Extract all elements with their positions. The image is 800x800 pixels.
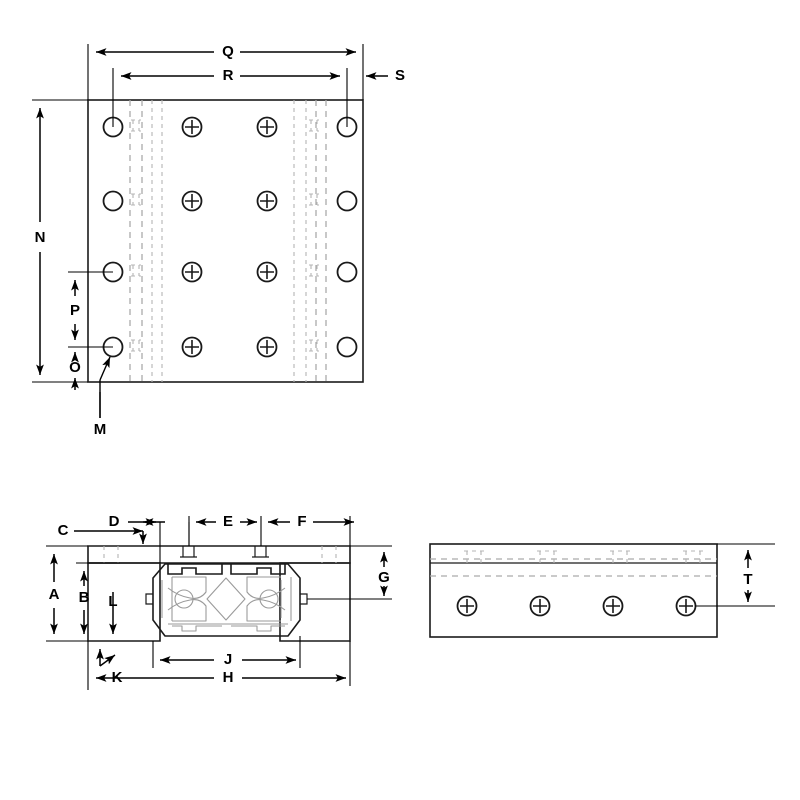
dimension-label-F: F [297, 513, 306, 530]
tapped-hole[interactable] [456, 595, 478, 617]
dimension-label-R: R [223, 67, 234, 84]
side-view-hole-group [456, 595, 697, 617]
tapped-hole[interactable] [181, 261, 203, 283]
tapped-hole[interactable] [256, 261, 278, 283]
dimension-M: M [94, 356, 111, 438]
section-left-bracket [87, 562, 161, 642]
plain-hole[interactable] [336, 190, 358, 212]
dimension-label-A: A [49, 586, 60, 603]
dimension-label-T: T [743, 571, 752, 588]
dimension-J: J [152, 636, 301, 668]
side-view-group: T [429, 543, 775, 638]
dimension-label-B: B [79, 589, 90, 606]
plain-hole[interactable] [336, 261, 358, 283]
dimension-R: R [112, 67, 348, 127]
dimension-label-S: S [395, 67, 405, 84]
section-view-group: C D E F [46, 513, 392, 690]
tapped-hole[interactable] [602, 595, 624, 617]
dimension-N: N [32, 99, 88, 383]
dimension-label-N: N [35, 229, 46, 246]
top-view-plate-fill [88, 100, 363, 382]
dimension-label-J: J [224, 651, 232, 668]
tapped-hole[interactable] [181, 190, 203, 212]
hidden-profile-lines-left [129, 100, 163, 382]
tapped-hole[interactable] [181, 116, 203, 138]
side-view-plate-outline [429, 543, 718, 638]
tapped-hole[interactable] [256, 190, 278, 212]
dimension-label-Q: Q [222, 43, 234, 60]
dimension-label-G: G [378, 569, 390, 586]
dimension-label-L: L [108, 593, 117, 610]
dimension-Q: Q [87, 43, 364, 100]
dimension-C: C [58, 522, 147, 544]
dimension-G: G [307, 545, 392, 600]
dimension-label-P: P [70, 302, 80, 319]
section-plate-hidden-marks [103, 546, 337, 563]
dimension-E: E [188, 513, 262, 546]
tapped-hole[interactable] [256, 116, 278, 138]
dimension-L: L [108, 592, 118, 634]
tapped-hole[interactable] [181, 336, 203, 358]
dimension-label-E: E [223, 513, 233, 530]
side-view-fastener-marks [464, 550, 703, 563]
dimension-F: F [268, 513, 354, 546]
dimension-B: B [76, 562, 120, 634]
side-view-plate-fill [430, 544, 717, 637]
top-view-group: Q R S N P [32, 43, 405, 438]
dimension-T: T [695, 543, 775, 607]
hidden-profile-lines-right [293, 100, 327, 382]
dimension-P: P [68, 271, 113, 348]
tapped-hole[interactable] [256, 336, 278, 358]
dimension-A: A [46, 545, 88, 642]
extrusion-profile [145, 563, 308, 637]
plain-hole[interactable] [336, 336, 358, 358]
tapped-hole-group [181, 116, 278, 358]
dimension-label-D: D [109, 513, 120, 530]
dimension-label-O: O [69, 359, 81, 376]
tapped-hole[interactable] [529, 595, 551, 617]
tapped-hole[interactable] [675, 595, 697, 617]
dimension-label-M: M [94, 421, 107, 438]
section-fastener-group [180, 546, 269, 558]
dimension-label-H: H [223, 669, 234, 686]
dimension-O: O [69, 352, 81, 390]
dimension-S: S [366, 67, 405, 84]
plain-hole[interactable] [102, 190, 124, 212]
dimension-H: H [96, 641, 351, 686]
dimension-label-C: C [58, 522, 69, 539]
top-view-plate-outline [87, 99, 364, 383]
